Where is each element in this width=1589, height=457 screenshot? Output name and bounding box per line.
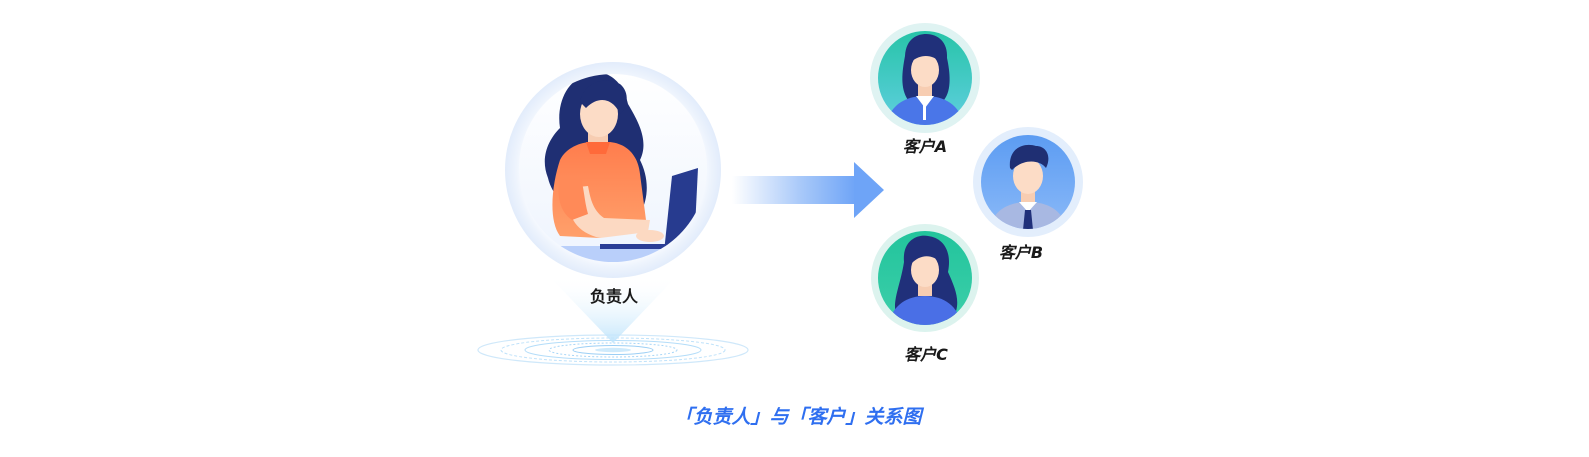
owner-avatar — [505, 62, 721, 278]
customer-a-label: 客户A — [902, 137, 948, 156]
owner-pin — [548, 275, 678, 343]
customer-c-label: 客户C — [904, 345, 948, 364]
customer-b-avatar — [973, 127, 1083, 237]
customer-a-avatar — [870, 23, 980, 133]
owner-label: 负责人 — [589, 287, 639, 306]
customer-b-label: 客户B — [998, 243, 1044, 262]
arrow-right-icon — [732, 162, 884, 218]
diagram-caption: 「负责人」与「客户」关系图 — [674, 406, 922, 428]
customer-c-avatar — [871, 224, 979, 332]
